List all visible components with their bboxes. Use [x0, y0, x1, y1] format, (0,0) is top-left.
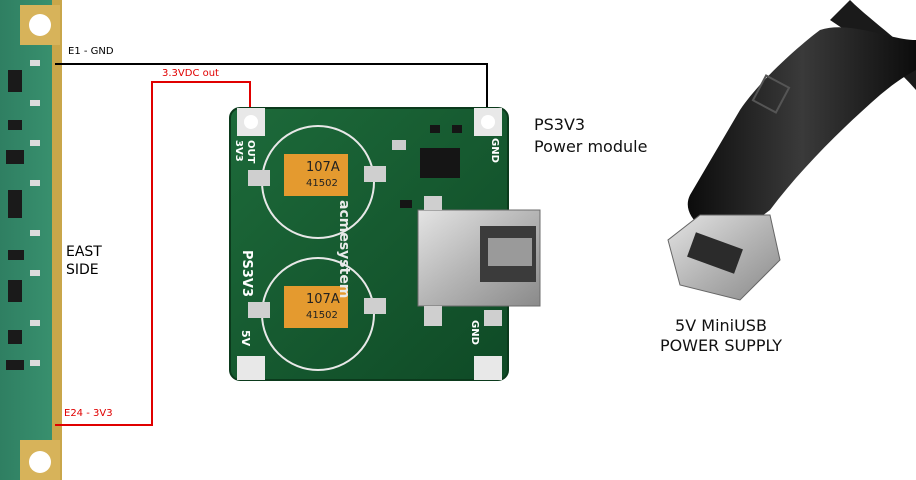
silk-gnd-top: GND	[489, 138, 500, 163]
east-side-label-line1: EAST	[66, 244, 102, 260]
supply-caption-line2: POWER SUPPLY	[659, 336, 783, 355]
cap-top-code: 41502	[306, 178, 338, 189]
ps3v3-module	[229, 107, 541, 381]
miniusb-cable	[667, 0, 916, 301]
silk-brand: acmesystem	[336, 200, 352, 299]
east-side-label-line2: SIDE	[66, 262, 99, 278]
silk-out-pin-b: OUT	[245, 140, 256, 164]
cap-top-value: 107A	[306, 160, 340, 175]
vout-wire-label: 3.3VDC out	[162, 68, 219, 79]
gnd-wire-label: E1 - GND	[68, 46, 114, 57]
v3-wire-label: E24 - 3V3	[64, 408, 113, 419]
module-title-line1: PS3V3	[534, 115, 586, 134]
power-wire	[55, 81, 251, 426]
cap-bottom-value: 107A	[306, 292, 340, 307]
gnd-wire	[55, 63, 488, 112]
silk-out-pin-a: 3V3	[233, 140, 244, 162]
supply-caption-line1: 5V MiniUSB	[675, 316, 767, 335]
silk-gnd-bottom: GND	[469, 320, 480, 345]
main-board	[0, 0, 62, 480]
cap-bottom-code: 41502	[306, 310, 338, 321]
silk-module-name: PS3V3	[239, 250, 254, 298]
module-title-line2: Power module	[534, 137, 648, 156]
silk-in-pin: 5V	[239, 330, 252, 347]
